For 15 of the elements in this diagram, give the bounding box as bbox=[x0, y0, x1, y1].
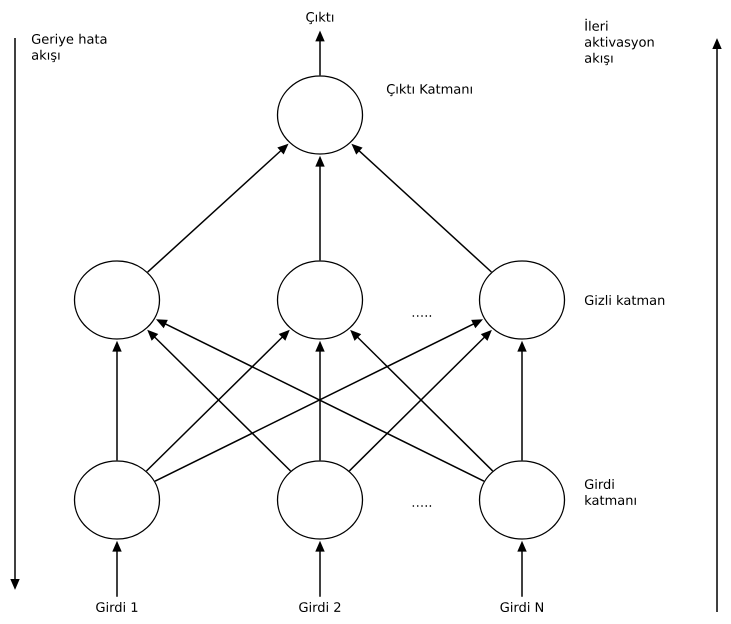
node-label: Girdi 2 bbox=[299, 602, 340, 612]
label: ….. bbox=[412, 505, 432, 507]
neuron-circle bbox=[74, 260, 160, 340]
neuron-circle bbox=[276, 460, 364, 540]
neuron-circle bbox=[276, 75, 364, 155]
neuron-circle bbox=[276, 260, 364, 340]
label: İleri aktivasyon akışı bbox=[585, 18, 654, 66]
label: ….. bbox=[412, 315, 432, 317]
neuron-circle bbox=[74, 460, 160, 540]
node-label: Çıktı bbox=[306, 12, 334, 24]
neuron-circle bbox=[478, 260, 566, 340]
node-label: Girdi 1 bbox=[96, 602, 138, 612]
label: Geriye hata akışı bbox=[32, 34, 106, 62]
node-label: Girdi N bbox=[500, 602, 543, 612]
neuron-circle bbox=[478, 460, 566, 540]
